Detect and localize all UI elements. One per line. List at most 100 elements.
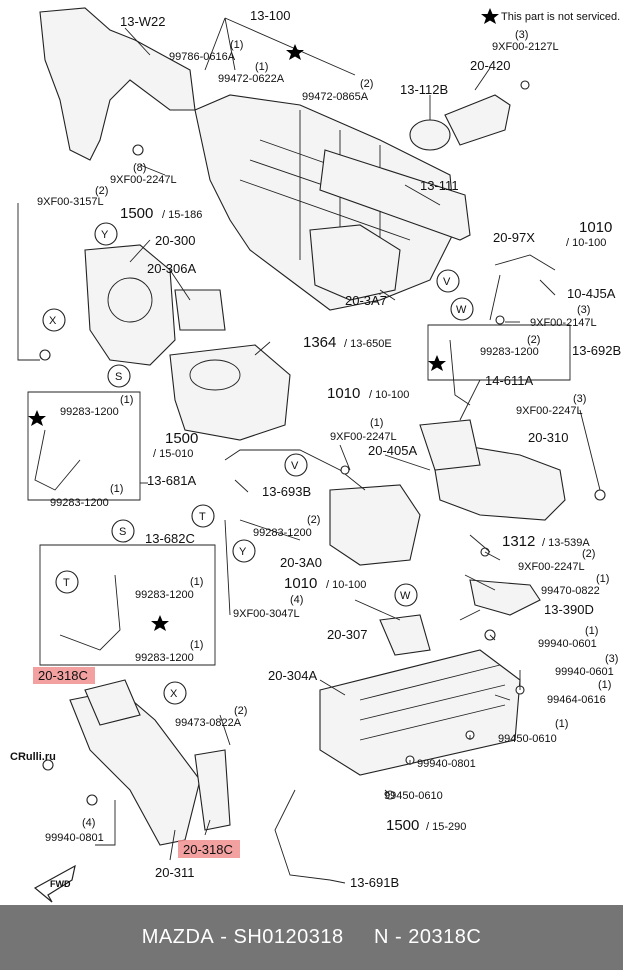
qty: (3)	[605, 653, 618, 665]
pipe-13-390d[interactable]	[469, 579, 541, 616]
label-20-318c-lower: 20-318C	[183, 842, 233, 857]
gasket-20-318c-upper[interactable]	[84, 679, 141, 726]
label-20-420: 20-420	[470, 58, 510, 73]
label-99940-0601-b: 99940-0601	[555, 666, 614, 678]
leader-lines	[17, 17, 601, 884]
label-9xf00-3157l: 9XF00-3157L	[37, 196, 104, 208]
egr-valve-20-3a0[interactable]	[329, 484, 421, 566]
label-13-681a: 13-681A	[147, 473, 196, 488]
label-10-4j5a: 10-4J5A	[567, 286, 616, 301]
label-13-112b: 13-112B	[400, 82, 448, 97]
label-9xf00-2247l-d: 9XF00-2247L	[518, 561, 585, 573]
fwd-arrow: FWD	[33, 864, 76, 903]
watermark: CRulli.ru	[10, 751, 56, 763]
label-13-691b: 13-691B	[350, 875, 399, 890]
label-99472-0865a: 99472-0865A	[302, 91, 369, 103]
callout-t-2: T	[63, 577, 70, 589]
throttle-body-13-650e[interactable]	[169, 344, 291, 441]
label-9xf00-2127l: 9XF00-2127L	[492, 41, 559, 53]
ref-1500-c: 1500	[386, 817, 419, 834]
gasket-20-307[interactable]	[379, 614, 431, 656]
parts-diagram: CRulli.ru This part is not serviced.	[10, 7, 621, 903]
cooler-fins	[359, 664, 506, 741]
label-20-97x: 20-97X	[493, 230, 535, 245]
hose-13-681a[interactable]	[34, 429, 81, 491]
egr-cooler-20-304a[interactable]	[319, 649, 521, 776]
gasket-20-306a[interactable]	[174, 289, 226, 331]
water-pipe-20-420[interactable]	[444, 94, 511, 146]
hose-13-692b[interactable]	[449, 339, 471, 406]
label-99940-0801-b: 99940-0801	[45, 832, 104, 844]
callout-w-2: W	[400, 590, 411, 602]
notice-text: This part is not serviced.	[501, 11, 620, 23]
gasket-13-111[interactable]	[319, 149, 471, 241]
label-99940-0601-a: 99940-0601	[538, 638, 597, 650]
qty: (2)	[95, 185, 108, 197]
throttle-bore	[107, 277, 153, 323]
hose-13-693b[interactable]	[224, 449, 366, 491]
label-9xf00-2247l-c: 9XF00-2247L	[330, 431, 397, 443]
ref-15-010: / 15-010	[153, 448, 193, 460]
egr-bracket-20-3a7[interactable]	[309, 224, 401, 301]
label-13-w22: 13-W22	[120, 14, 166, 29]
label-13-693b: 13-693B	[262, 484, 311, 499]
qty: (2)	[360, 78, 373, 90]
separator: -	[214, 926, 234, 948]
label-20-300: 20-300	[155, 233, 195, 248]
ref-1010-a: 1010	[579, 219, 612, 236]
ref-15-186: / 15-186	[162, 209, 202, 221]
qty: (2)	[582, 548, 595, 560]
label-20-405a: 20-405A	[368, 443, 417, 458]
qty: (4)	[82, 817, 95, 829]
label-20-306a: 20-306A	[147, 261, 196, 276]
label-9xf00-2247l: 9XF00-2247L	[110, 174, 177, 186]
ref-1364: 1364	[303, 334, 336, 351]
label-14-611a: 14-611A	[485, 373, 534, 388]
star-markers	[28, 44, 446, 631]
ref-10-100-b: / 10-100	[369, 389, 409, 401]
qty: (2)	[234, 705, 247, 717]
label-99283-1200-c: 99283-1200	[50, 497, 109, 509]
label-99283-1200-a: 99283-1200	[480, 346, 539, 358]
label-20-304a: 20-304A	[268, 668, 317, 683]
part-number: SH0120318	[233, 926, 344, 948]
hose-13-682c[interactable]	[59, 574, 121, 651]
gasket-14-611a[interactable]	[419, 419, 481, 471]
label-9xf00-3047l: 9XF00-3047L	[233, 608, 300, 620]
highlight-20-318c-lower	[178, 840, 240, 858]
callout-s: S	[115, 371, 122, 383]
separator-2: -	[388, 926, 409, 948]
heat-shield-13-w22[interactable]	[39, 7, 196, 161]
callout-v-2: V	[291, 460, 299, 472]
hose-13-691b[interactable]	[274, 789, 331, 881]
part-info-footer: MAZDA - SH0120318 N - 20318C	[0, 905, 623, 970]
label-13-111: 13-111	[420, 178, 459, 193]
part-code: 20318C	[408, 926, 482, 948]
gasket-20-318c-lower[interactable]	[194, 749, 231, 831]
label-13-682c: 13-682C	[145, 531, 195, 546]
throttle-bore-2	[189, 359, 241, 391]
callout-x-2: X	[170, 688, 178, 700]
label-99283-1200-e: 99283-1200	[135, 589, 194, 601]
highlight-20-318c-upper	[33, 667, 95, 684]
throttle-assembly-20-300[interactable]	[84, 244, 176, 366]
callout-t: T	[199, 511, 206, 523]
gasket-13-112b[interactable]	[409, 119, 451, 151]
callout-y: Y	[101, 229, 109, 241]
callout-w: W	[456, 304, 467, 316]
callout-circles: Y X S V W T V Y S T X W	[42, 222, 474, 705]
label-99786-0616a: 99786-0616A	[169, 51, 236, 63]
qty: (8)	[133, 162, 146, 174]
ref-15-290: / 15-290	[426, 821, 466, 833]
label-99450-0610-b: 99450-0610	[384, 790, 443, 802]
n-label: N	[373, 926, 389, 948]
qty: (1)	[120, 394, 133, 406]
callout-x: X	[49, 315, 57, 327]
ref-10-100-a: / 10-100	[566, 237, 606, 249]
bolts	[39, 80, 606, 806]
label-13-692b: 13-692B	[572, 343, 621, 358]
hose-20-97x[interactable]	[489, 254, 556, 321]
qty: (1)	[230, 39, 243, 51]
qty: (1)	[555, 718, 568, 730]
label-99472-0622a: 99472-0622A	[218, 73, 285, 85]
